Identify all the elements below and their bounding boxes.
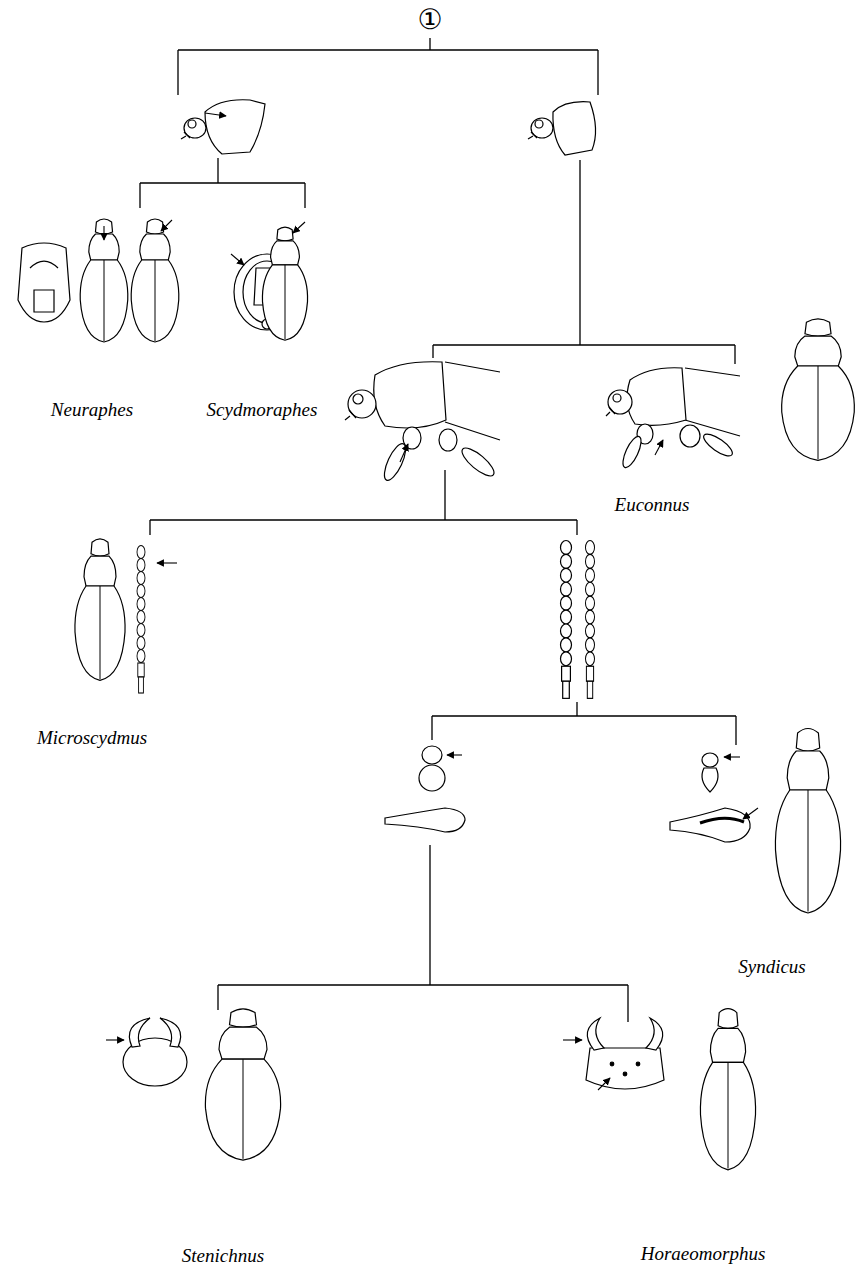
genus-label: Euconnus bbox=[615, 495, 690, 516]
genus-label: Scydmoraphes bbox=[207, 400, 318, 421]
genus-label: Stenichnus bbox=[182, 1246, 264, 1267]
genus-label: Horaeomorphus bbox=[641, 1244, 766, 1265]
genus-label: Syndicus bbox=[738, 957, 806, 978]
callout-number: ① bbox=[417, 5, 442, 36]
genus-label: Microscydmus bbox=[37, 728, 147, 749]
genus-label: Neuraphes bbox=[51, 400, 133, 421]
